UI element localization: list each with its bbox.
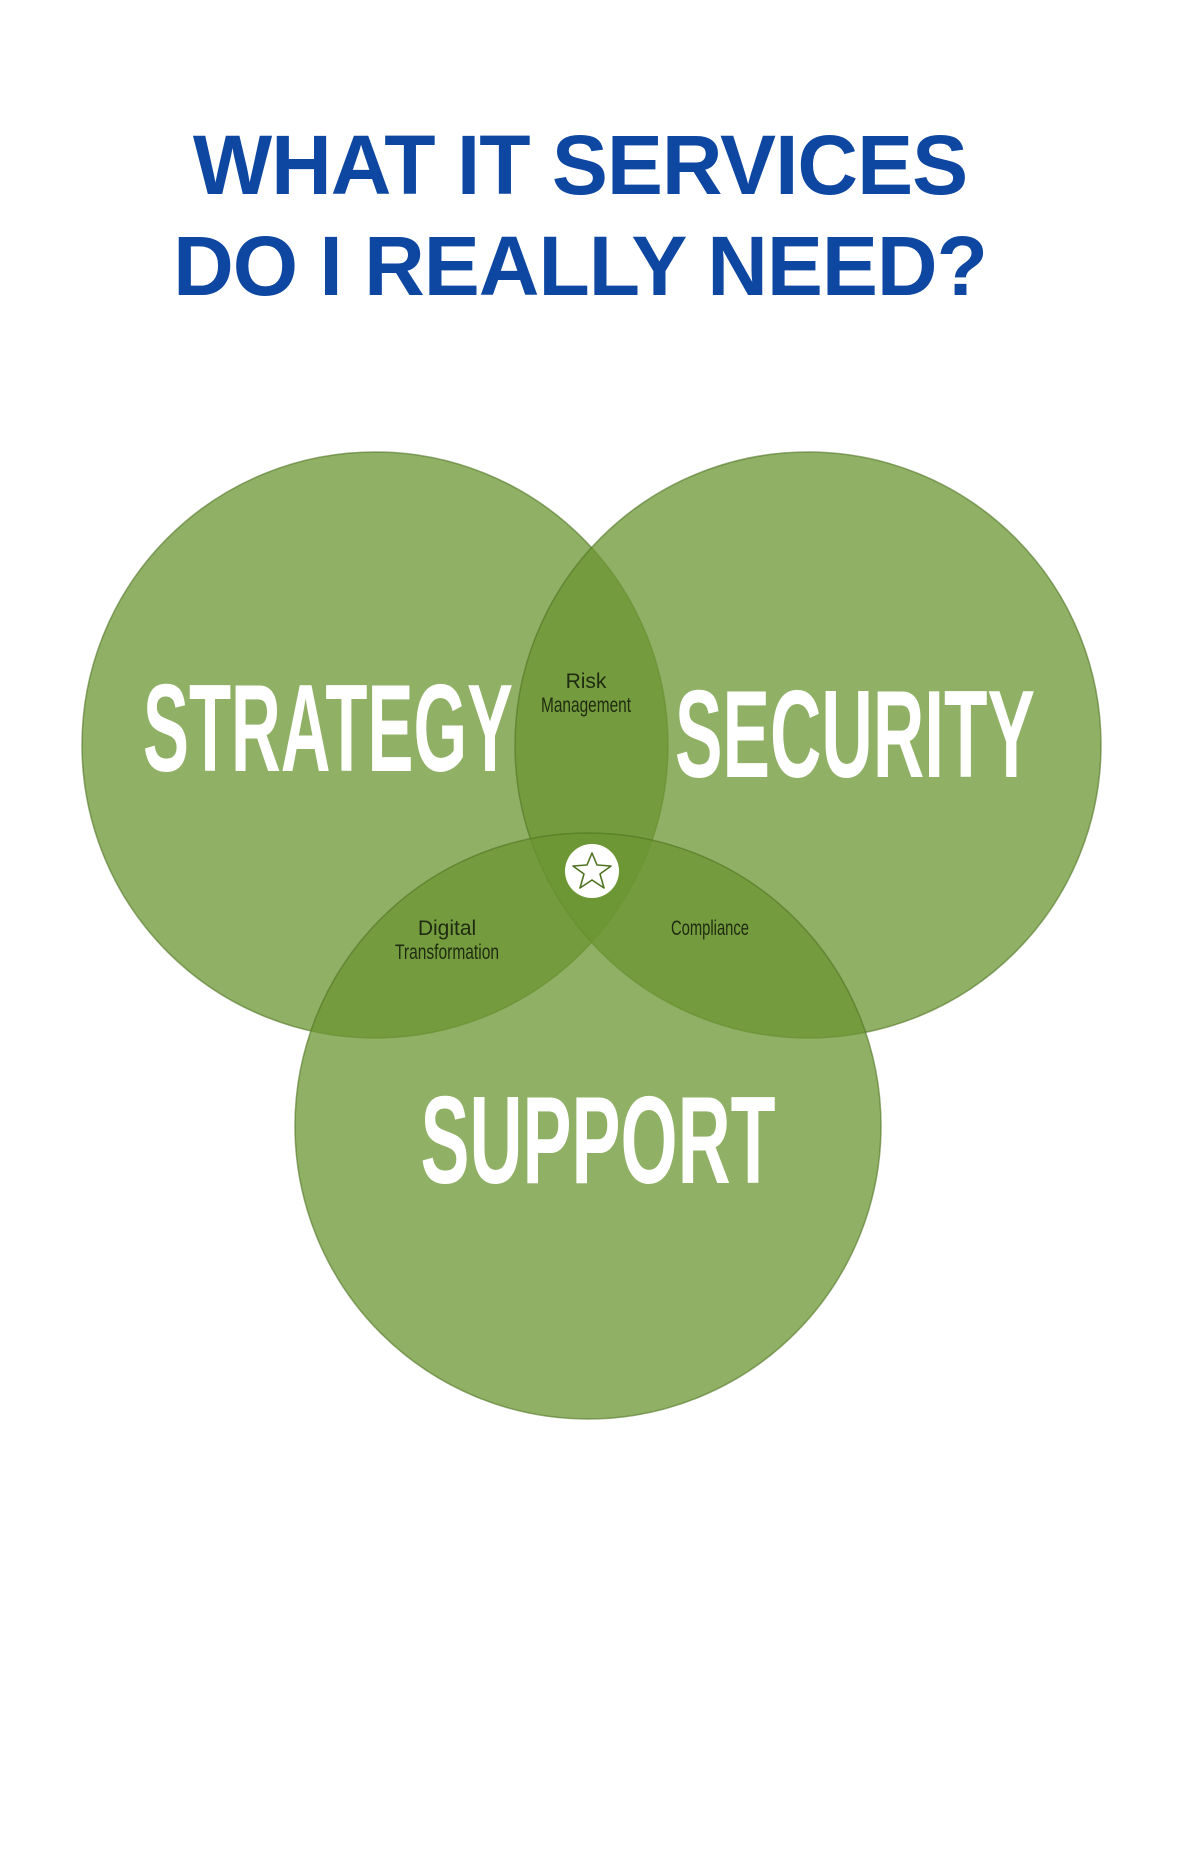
label-transformation: Transformation bbox=[395, 941, 499, 964]
label-digital: Digital bbox=[418, 917, 476, 940]
title-line-1: WHAT IT SERVICES bbox=[192, 118, 968, 212]
page-title: WHAT IT SERVICES DO I REALLY NEED? bbox=[0, 115, 1160, 317]
label-risk: Risk bbox=[566, 670, 607, 693]
label-support: SUPPORT bbox=[421, 1072, 776, 1210]
label-management: Management bbox=[541, 694, 631, 717]
label-compliance: Compliance bbox=[671, 917, 749, 940]
label-security: SECURITY bbox=[675, 666, 1035, 804]
center-badge bbox=[565, 844, 619, 898]
label-strategy: STRATEGY bbox=[143, 660, 513, 798]
star-outline-icon bbox=[572, 852, 612, 889]
title-line-2: DO I REALLY NEED? bbox=[173, 218, 988, 313]
circle-support bbox=[294, 832, 882, 1420]
